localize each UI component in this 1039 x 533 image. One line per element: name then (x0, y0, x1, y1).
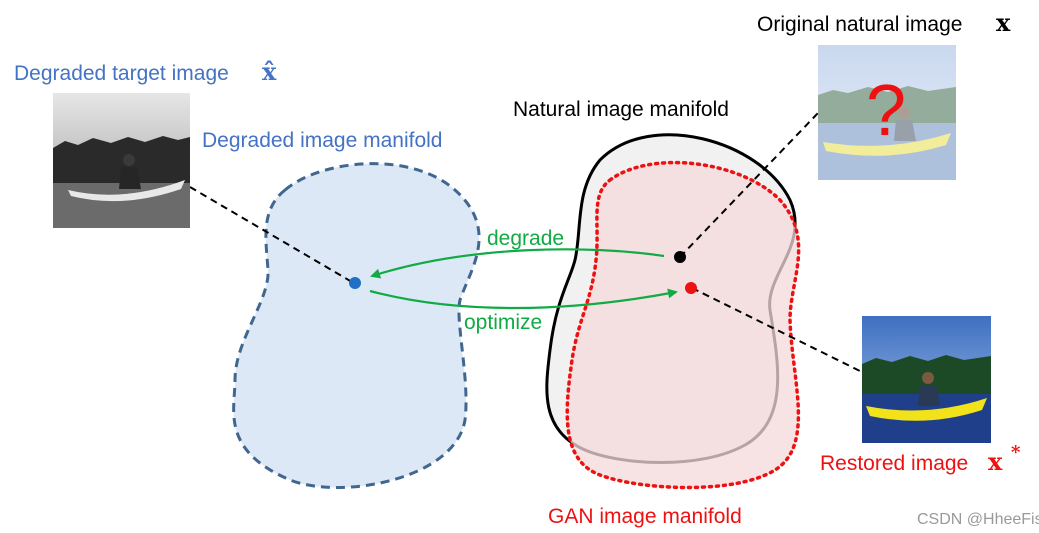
connector-natural-line (679, 112, 819, 258)
connector-degraded-line (189, 186, 353, 283)
restored-label: Restored image (820, 452, 968, 475)
natural-point (674, 251, 686, 263)
watermark: CSDN @HheeFish (917, 511, 1039, 528)
gan-manifold-label: GAN image manifold (548, 505, 742, 528)
degraded-target-symbol: x̂ (262, 57, 277, 86)
optimize-label: optimize (464, 311, 542, 334)
original-natural-symbol: x (996, 8, 1011, 37)
restored-symbol: x (988, 447, 1003, 476)
restored-point (685, 282, 697, 294)
connector-restored-line (691, 287, 863, 373)
optimize-arrow (369, 288, 678, 310)
original-natural-image (818, 45, 956, 180)
restored-superscript: * (1011, 442, 1021, 463)
degraded-target-label: Degraded target image (14, 62, 229, 85)
original-natural-label: Original natural image (757, 13, 962, 36)
degraded-manifold-shape (232, 162, 481, 489)
natural-manifold-label: Natural image manifold (513, 98, 729, 121)
gan-manifold-shape (565, 160, 801, 490)
degraded-manifold-label: Degraded image manifold (202, 129, 442, 152)
degraded-point (349, 277, 361, 289)
question-mark: ? (866, 71, 906, 151)
degraded-target-image (53, 93, 190, 228)
restored-image (862, 316, 991, 443)
degrade-arrow (370, 248, 665, 279)
degrade-label: degrade (487, 227, 564, 250)
